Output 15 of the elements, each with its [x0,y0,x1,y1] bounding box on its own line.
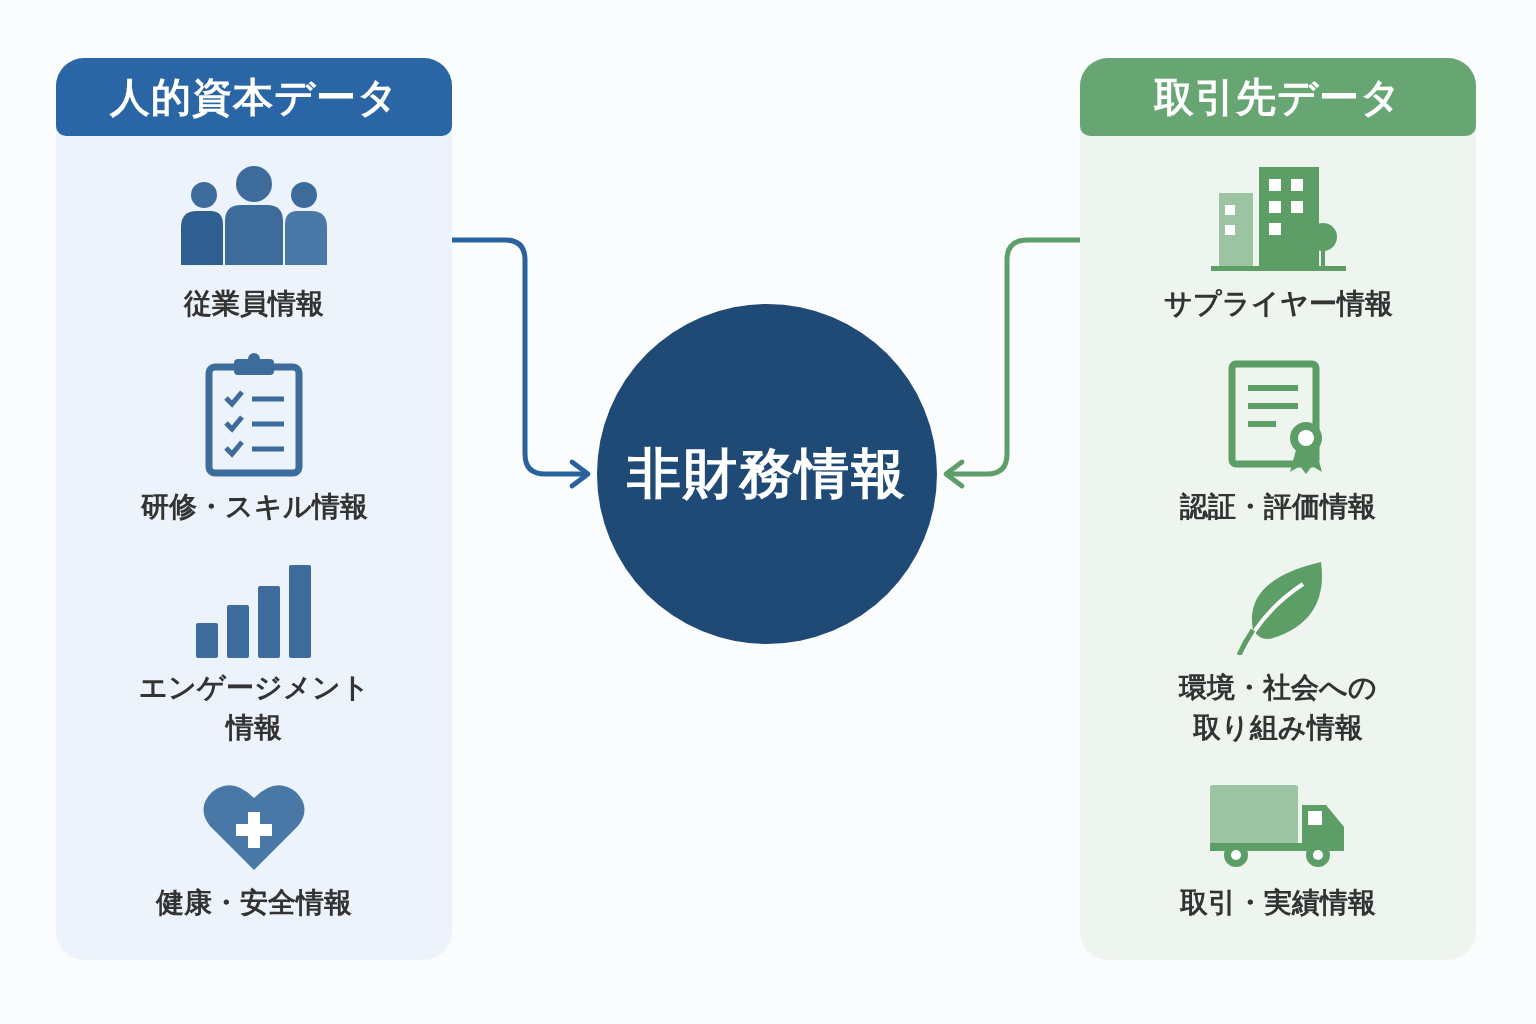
item-label: 従業員情報 [184,286,324,322]
panel [56,58,452,960]
center-circle: 非財務情報 [597,304,937,644]
item-label: サプライヤー情報 [1163,286,1393,322]
panel-header: 取引先データ [1080,58,1476,136]
arrow [943,237,1080,489]
panel [1080,58,1476,960]
panel-header: 人的資本データ [56,58,452,136]
item-label: 認証・評価情報 [1180,489,1376,525]
item-label: 研修・スキル情報 [140,489,368,525]
arrow [452,237,591,489]
item-label: エンゲージメント情報 [137,670,371,746]
item-label: 取引・実績情報 [1180,885,1376,921]
item-label: 環境・社会への取り組み情報 [1177,670,1378,746]
item-label: 健康・安全情報 [156,885,352,921]
